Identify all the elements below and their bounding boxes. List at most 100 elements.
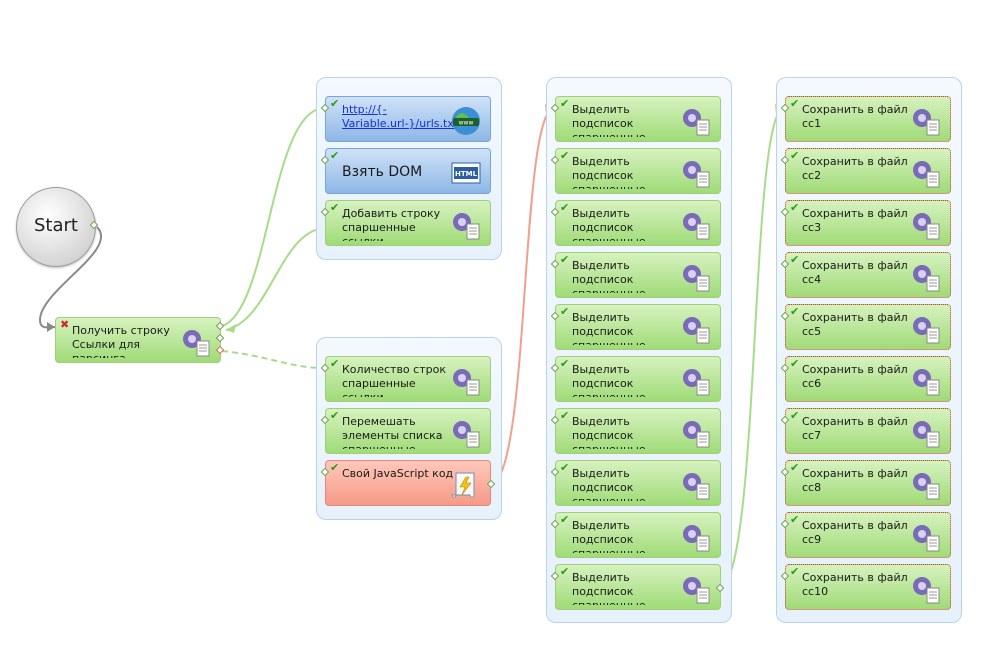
success-check-icon: ✔ [560, 97, 570, 110]
success-check-icon: ✔ [560, 201, 570, 214]
node-select-sublist-6[interactable]: ✔Выделить подсписок спаршенные ссылки [555, 356, 721, 402]
node-save-file-1[interactable]: ✔Сохранить в файл сс1 [785, 96, 951, 142]
svg-text:www: www [459, 120, 474, 127]
node-select-sublist-1[interactable]: ✔Выделить подсписок спаршенные ссылки [555, 96, 721, 142]
node-label: Выделить подсписок спаршенные ссылки [572, 311, 646, 345]
gear-document-icon [913, 265, 940, 292]
success-check-icon: ✔ [330, 97, 340, 110]
node-label: Выделить подсписок спаршенные ссылки [572, 467, 646, 501]
success-check-icon: ✔ [790, 201, 800, 214]
gear-document-icon [913, 213, 940, 240]
gear-document-icon [913, 109, 940, 136]
node-label: Взять DOM [342, 165, 423, 180]
success-check-icon: ✔ [330, 409, 340, 422]
node-select-sublist-5[interactable]: ✔Выделить подсписок спаршенные ссылки [555, 304, 721, 350]
node-save-file-6[interactable]: ✔Сохранить в файл сс6 [785, 356, 951, 402]
start-node[interactable]: Start [16, 187, 96, 267]
gear-document-icon [453, 421, 480, 448]
gear-document-icon [183, 330, 210, 357]
success-check-icon: ✔ [330, 461, 340, 474]
success-check-icon: ✔ [790, 461, 800, 474]
node-select-sublist-3[interactable]: ✔Выделить подсписок спаршенные ссылки [555, 200, 721, 246]
node-label: Сохранить в файл сс2 [802, 155, 908, 182]
node-label: Сохранить в файл сс9 [802, 519, 908, 546]
node-label: Сохранить в файл сс7 [802, 415, 908, 442]
node-select-sublist-10[interactable]: ✔Выделить подсписок спаршенные ссылки [555, 564, 721, 610]
success-check-icon: ✔ [330, 201, 340, 214]
node-label: Перемешать элементы списка спаршенные сс… [342, 415, 443, 449]
success-check-icon: ✔ [560, 565, 570, 578]
gear-document-icon [453, 369, 480, 396]
node-save-file-5[interactable]: ✔Сохранить в файл сс5 [785, 304, 951, 350]
wire-add-to-main [225, 227, 325, 331]
node-save-file-10[interactable]: ✔Сохранить в файл сс10 [785, 564, 951, 610]
gear-document-icon [913, 473, 940, 500]
gear-document-icon [913, 421, 940, 448]
node-label: Сохранить в файл сс1 [802, 103, 908, 130]
node-label: Выделить подсписок спаршенные ссылки [572, 415, 646, 449]
gear-document-icon [683, 265, 710, 292]
success-check-icon: ✔ [790, 513, 800, 526]
node-select-sublist-9[interactable]: ✔Выделить подсписок спаршенные ссылки [555, 512, 721, 558]
node-label: Выделить подсписок спаршенные ссылки [572, 207, 646, 241]
success-check-icon: ✔ [790, 305, 800, 318]
gear-document-icon [913, 369, 940, 396]
node-save-file-8[interactable]: ✔Сохранить в файл сс8 [785, 460, 951, 506]
javascript-scroll-icon [451, 472, 475, 498]
gear-document-icon [683, 213, 710, 240]
gear-document-icon [683, 317, 710, 344]
node-label: Выделить подсписок спаршенные ссылки [572, 363, 646, 397]
node-group1-2[interactable]: ✔Взять DOM HTML [325, 148, 491, 194]
success-check-icon: ✔ [560, 253, 570, 266]
success-check-icon: ✔ [560, 357, 570, 370]
success-check-icon: ✔ [790, 565, 800, 578]
gear-document-icon [683, 421, 710, 448]
svg-text:HTML: HTML [455, 170, 478, 178]
gear-document-icon [913, 317, 940, 344]
node-save-file-9[interactable]: ✔Сохранить в файл сс9 [785, 512, 951, 558]
success-check-icon: ✔ [560, 149, 570, 162]
success-check-icon: ✔ [790, 253, 800, 266]
node-label: Добавить строку спаршенные ссылки [342, 207, 441, 241]
node-label[interactable]: http://{-Variable.url-}/urls.txt [342, 103, 458, 130]
gear-document-icon [683, 109, 710, 136]
node-group1-3[interactable]: ✔Добавить строку спаршенные ссылки [325, 200, 491, 246]
success-check-icon: ✔ [560, 461, 570, 474]
wire-main-to-url [221, 107, 325, 327]
main-node-label: Получить строку Ссылки для парсинга [72, 324, 170, 358]
node-group2-3[interactable]: ✔Свой JavaScript код [325, 460, 491, 506]
html-icon: HTML [451, 162, 481, 184]
node-label: Количество строк спаршенные ссылки [342, 363, 446, 397]
success-check-icon: ✔ [560, 305, 570, 318]
node-save-file-2[interactable]: ✔Сохранить в файл сс2 [785, 148, 951, 194]
success-check-icon: ✔ [790, 97, 800, 110]
node-label: Сохранить в файл сс8 [802, 467, 908, 494]
node-save-file-4[interactable]: ✔Сохранить в файл сс4 [785, 252, 951, 298]
node-label: Выделить подсписок спаршенные ссылки [572, 519, 646, 553]
node-label: Сохранить в файл сс10 [802, 571, 908, 598]
success-check-icon: ✔ [560, 513, 570, 526]
node-group2-1[interactable]: ✔Количество строк спаршенные ссылки [325, 356, 491, 402]
node-label: Сохранить в файл сс3 [802, 207, 908, 234]
gear-document-icon [683, 525, 710, 552]
gear-document-icon [913, 577, 940, 604]
node-select-sublist-7[interactable]: ✔Выделить подсписок спаршенные ссылки [555, 408, 721, 454]
node-select-sublist-8[interactable]: ✔Выделить подсписок спаршенные ссылки [555, 460, 721, 506]
arrow-head [47, 322, 55, 332]
error-icon: ✖ [60, 318, 70, 331]
gear-document-icon [453, 213, 480, 240]
gear-document-icon [683, 161, 710, 188]
node-group2-2[interactable]: ✔Перемешать элементы списка спаршенные с… [325, 408, 491, 454]
node-label: Выделить подсписок спаршенные ссылки [572, 103, 646, 137]
globe-www-icon: www [452, 107, 480, 135]
node-select-sublist-2[interactable]: ✔Выделить подсписок спаршенные ссылки [555, 148, 721, 194]
main-node-get-line[interactable]: ✖ Получить строку Ссылки для парсинга [55, 317, 221, 363]
success-check-icon: ✔ [330, 357, 340, 370]
node-save-file-3[interactable]: ✔Сохранить в файл сс3 [785, 200, 951, 246]
node-save-file-7[interactable]: ✔Сохранить в файл сс7 [785, 408, 951, 454]
node-select-sublist-4[interactable]: ✔Выделить подсписок спаршенные ссылки [555, 252, 721, 298]
success-check-icon: ✔ [330, 149, 340, 162]
node-label: Выделить подсписок спаршенные ссылки [572, 259, 646, 293]
success-check-icon: ✔ [790, 409, 800, 422]
